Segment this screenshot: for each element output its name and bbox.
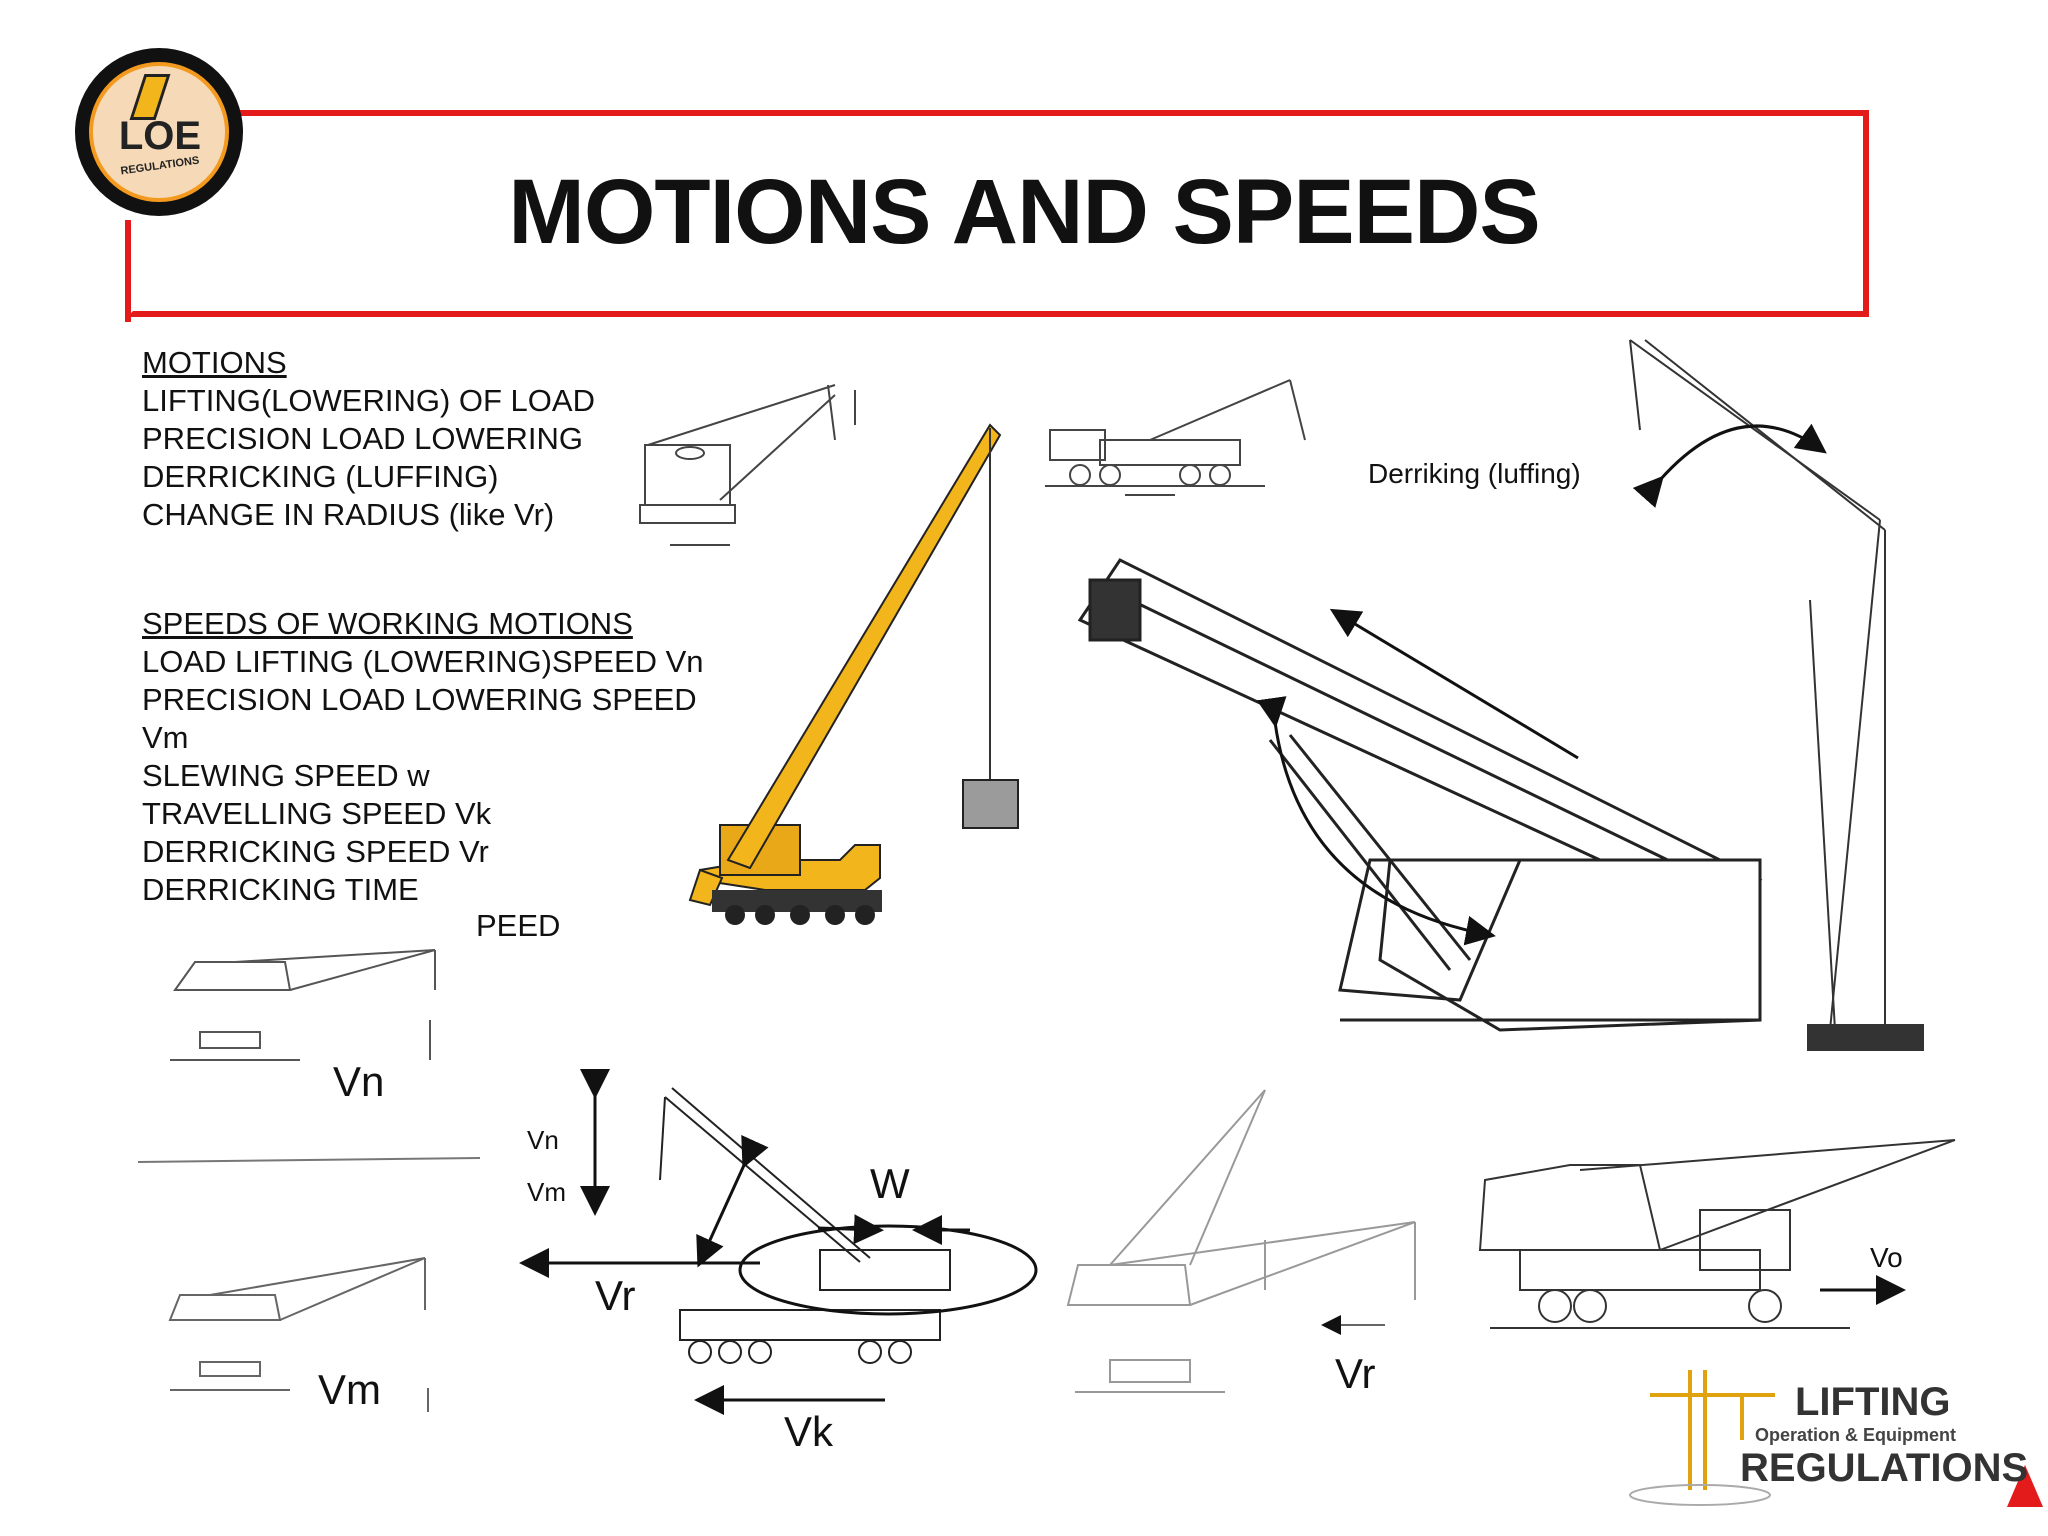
vr-right-label: Vr bbox=[1335, 1350, 1376, 1397]
speed-item: DERRICKING SPEED Vr bbox=[142, 834, 489, 869]
motions-list: MOTIONS LIFTING(LOWERING) OF LOAD PRECIS… bbox=[142, 344, 742, 534]
vk-label: Vk bbox=[784, 1408, 834, 1455]
luffing-mobile-crane-drawing bbox=[1077, 558, 1763, 1032]
vr-label: Vr bbox=[595, 1272, 636, 1319]
luffing-arc-arrow bbox=[1256, 696, 1496, 946]
w-label: W bbox=[870, 1160, 910, 1207]
page-title: MOTIONS AND SPEEDS bbox=[508, 161, 1541, 263]
derriking-label: Derriking (luffing) bbox=[1368, 458, 1581, 489]
boom-direction-arrow bbox=[1329, 608, 1579, 760]
logo-text: LOE bbox=[118, 114, 202, 158]
speed-item: SLEWING SPEED w bbox=[142, 758, 430, 793]
motion-item: DERRICKING (LUFFING) bbox=[142, 459, 499, 494]
yellow-truck-crane-drawing bbox=[688, 423, 1019, 925]
lifting-regulations-logo-crane-icon bbox=[1629, 1370, 2044, 1507]
speed-item: TRAVELLING SPEED Vk bbox=[142, 796, 492, 831]
small-truck-crane-drawing bbox=[1045, 379, 1306, 496]
speed-item: LOAD LIFTING (LOWERING)SPEED Vn bbox=[142, 644, 704, 679]
slew-arrow-1 bbox=[817, 1214, 884, 1245]
crane-sketch-vn bbox=[170, 949, 436, 1061]
crane-sketch-vm bbox=[168, 1257, 429, 1412]
vn-label: Vn bbox=[333, 1058, 385, 1105]
slewing-ellipse bbox=[738, 1224, 1038, 1316]
logo-bottom-text: REGULATIONS bbox=[1740, 1446, 2029, 1490]
vm-small-label: Vm bbox=[527, 1177, 566, 1207]
lattice-crawler-crane-drawing bbox=[639, 384, 856, 546]
motion-item: PRECISION LOAD LOWERING bbox=[142, 421, 583, 456]
motion-item: CHANGE IN RADIUS (like Vr) bbox=[142, 497, 555, 532]
speeds-list: SPEEDS OF WORKING MOTIONS LOAD LIFTING (… bbox=[142, 605, 742, 900]
vn-small-label: Vn bbox=[527, 1125, 559, 1155]
motion-item: LIFTING(LOWERING) OF LOAD bbox=[142, 383, 595, 418]
speed-item: DERRICKING TIME bbox=[142, 872, 419, 900]
title-frame-left-edge bbox=[125, 220, 131, 322]
vo-label: Vo bbox=[1870, 1242, 1903, 1273]
motions-heading: MOTIONS bbox=[142, 345, 287, 380]
title-frame bbox=[127, 110, 1869, 317]
speed-item: Vm bbox=[142, 720, 189, 755]
luffing-crane-sketch bbox=[1066, 1089, 1416, 1393]
speed-item: PRECISION LOAD LOWERING SPEED bbox=[142, 682, 697, 717]
logo-subtitle: Operation & Equipment bbox=[1755, 1425, 1957, 1445]
derriking-arc-arrow bbox=[1632, 423, 1827, 508]
logo-title: LIFTING bbox=[1795, 1380, 1951, 1424]
crawler-crane-sketch bbox=[1478, 1139, 1956, 1329]
loe-logo: LOE REGULATIONS bbox=[75, 48, 243, 216]
tall-lattice-crane-drawing bbox=[1629, 339, 1924, 1051]
boom-angle-arrow bbox=[696, 1134, 769, 1268]
divider-line bbox=[137, 1157, 481, 1163]
speeds-heading: SPEEDS OF WORKING MOTIONS bbox=[142, 606, 633, 641]
vm-label: Vm bbox=[318, 1366, 381, 1413]
lifting-regulations-logo: LIFTING Operation & Equipment REGULATION… bbox=[1740, 1380, 2040, 1491]
speed-item-partial: PEED bbox=[476, 908, 561, 943]
